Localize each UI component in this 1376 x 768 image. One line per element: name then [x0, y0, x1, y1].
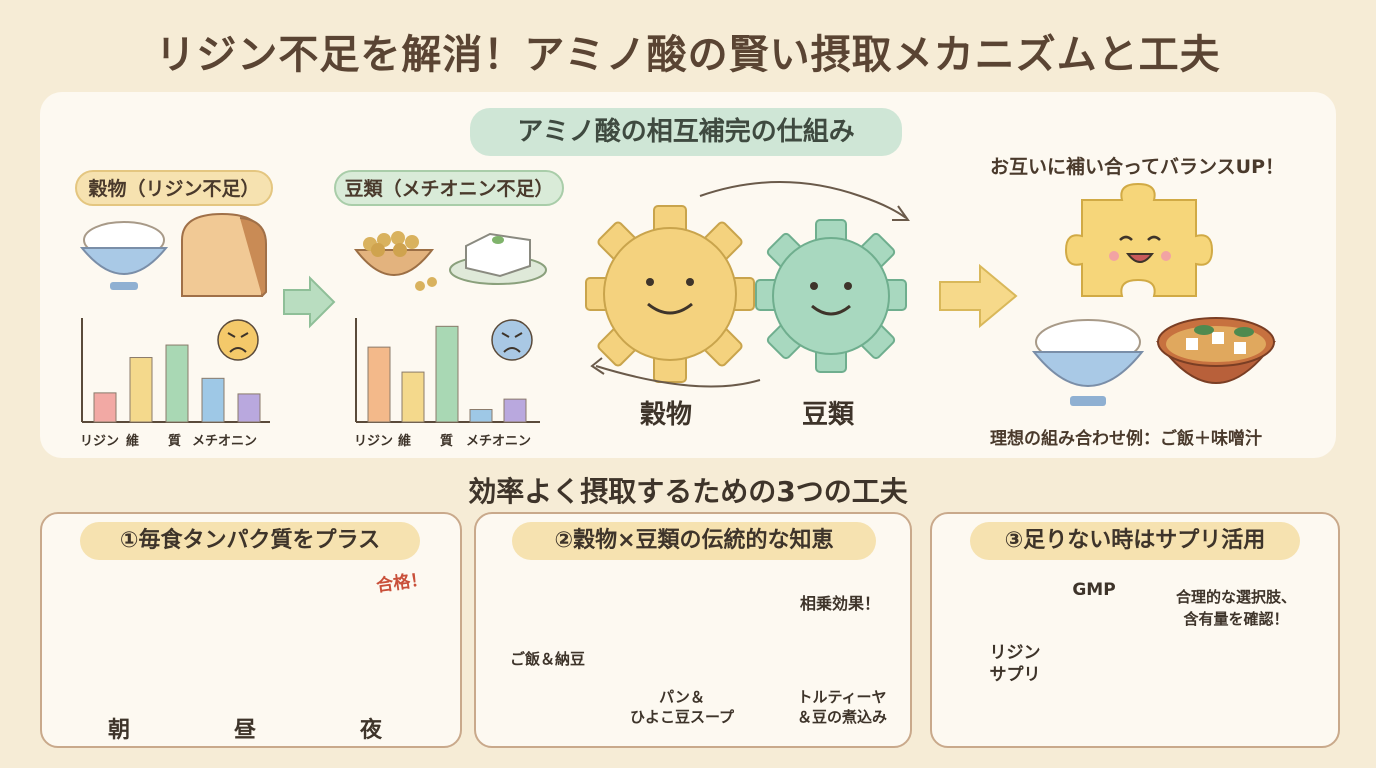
- tips-heading: 効率よく摂取するための3つの工夫: [468, 475, 908, 508]
- page-title: リジン不足を解消！アミノ酸の賢い摂取メカニズムと工夫: [155, 32, 1221, 78]
- bean-gear-icon: [755, 219, 907, 373]
- supplement-bubble-line1: 合理的な選択肢、: [1175, 588, 1296, 606]
- supplement-bubble-line2: 含有量を確認！: [1183, 610, 1289, 628]
- ideal-example: 理想の組み合わせ例：ご飯＋味噌汁: [990, 429, 1262, 449]
- rotate-arrow-icon: [892, 205, 910, 221]
- grain-bar: [93, 392, 117, 423]
- arrow-right-icon: [283, 275, 336, 329]
- bean-label: 豆類（メチオニン不足）: [334, 170, 564, 206]
- rice-bowl-icon: [1031, 319, 1145, 406]
- meal-label-morning: 朝: [108, 718, 131, 743]
- bean-bar: [435, 325, 459, 423]
- sad-face-icon: [491, 319, 533, 361]
- bean-axis-label: 質: [440, 434, 454, 449]
- gear-label-bean: 豆類: [802, 400, 855, 430]
- grain-axis-label: 質: [168, 434, 182, 449]
- grain-label: 穀物（リジン不足）: [75, 170, 273, 206]
- bean-bar: [367, 346, 391, 423]
- bottle-label-line2: サプリ: [989, 665, 1041, 685]
- grain-axis-label: 維: [126, 434, 140, 449]
- bean-bar: [469, 409, 493, 423]
- grain-axis-label: リジン: [80, 434, 120, 449]
- angry-face-icon: [217, 319, 259, 361]
- combo-tortilla-line1: トルティーヤ: [797, 688, 887, 706]
- grain-bar: [237, 393, 261, 423]
- rice-bowl-icon: [79, 221, 169, 290]
- grain-bars: [93, 344, 261, 423]
- bean-bars: [367, 325, 527, 423]
- combo-tortilla-line2: ＆豆の煮込み: [796, 708, 887, 726]
- miso-soup-icon: [1156, 317, 1276, 384]
- mechanism-heading: アミノ酸の相互補完の仕組み: [470, 108, 902, 156]
- meal-label-night: 夜: [360, 718, 383, 743]
- tip1-title: ①毎食タンパク質をプラス: [80, 522, 420, 560]
- bread-icon: [181, 212, 267, 297]
- bean-bar: [401, 371, 425, 423]
- synergy-bubble-text: 相乗効果！: [799, 594, 880, 613]
- beans-bowl-icon: [353, 231, 437, 291]
- bean-axis-label: 維: [398, 434, 412, 449]
- balance-text: お互いに補い合ってバランスUP！: [990, 156, 1285, 178]
- tip3-title: ③足りない時はサプリ活用: [970, 522, 1300, 560]
- arrow-right-icon: [939, 263, 1018, 329]
- grain-axis-label: メチオニン: [192, 434, 258, 449]
- puzzle-piece-icon: [1064, 182, 1214, 297]
- bean-axis-label: メチオニン: [466, 434, 532, 449]
- grain-bar: [201, 377, 225, 423]
- gear-label-grain: 穀物: [640, 400, 693, 430]
- grain-bar: [129, 357, 153, 423]
- bean-bar: [503, 398, 527, 423]
- gmp-label: GMP: [1072, 580, 1116, 600]
- grain-gear-icon: [585, 205, 755, 383]
- combo-rice-natto: ご飯＆納豆: [510, 650, 586, 668]
- tip2-title: ②穀物×豆類の伝統的な知恵: [512, 522, 876, 560]
- meal-label-noon: 昼: [234, 718, 257, 743]
- bottle-label-line1: リジン: [989, 643, 1041, 663]
- combo-bread-soup-line1: パン＆: [659, 688, 705, 706]
- bean-axis-label: リジン: [354, 434, 394, 449]
- grain-bar: [165, 344, 189, 423]
- tofu-icon: [449, 232, 547, 285]
- combo-bread-soup-line2: ひよこ豆スープ: [629, 708, 735, 726]
